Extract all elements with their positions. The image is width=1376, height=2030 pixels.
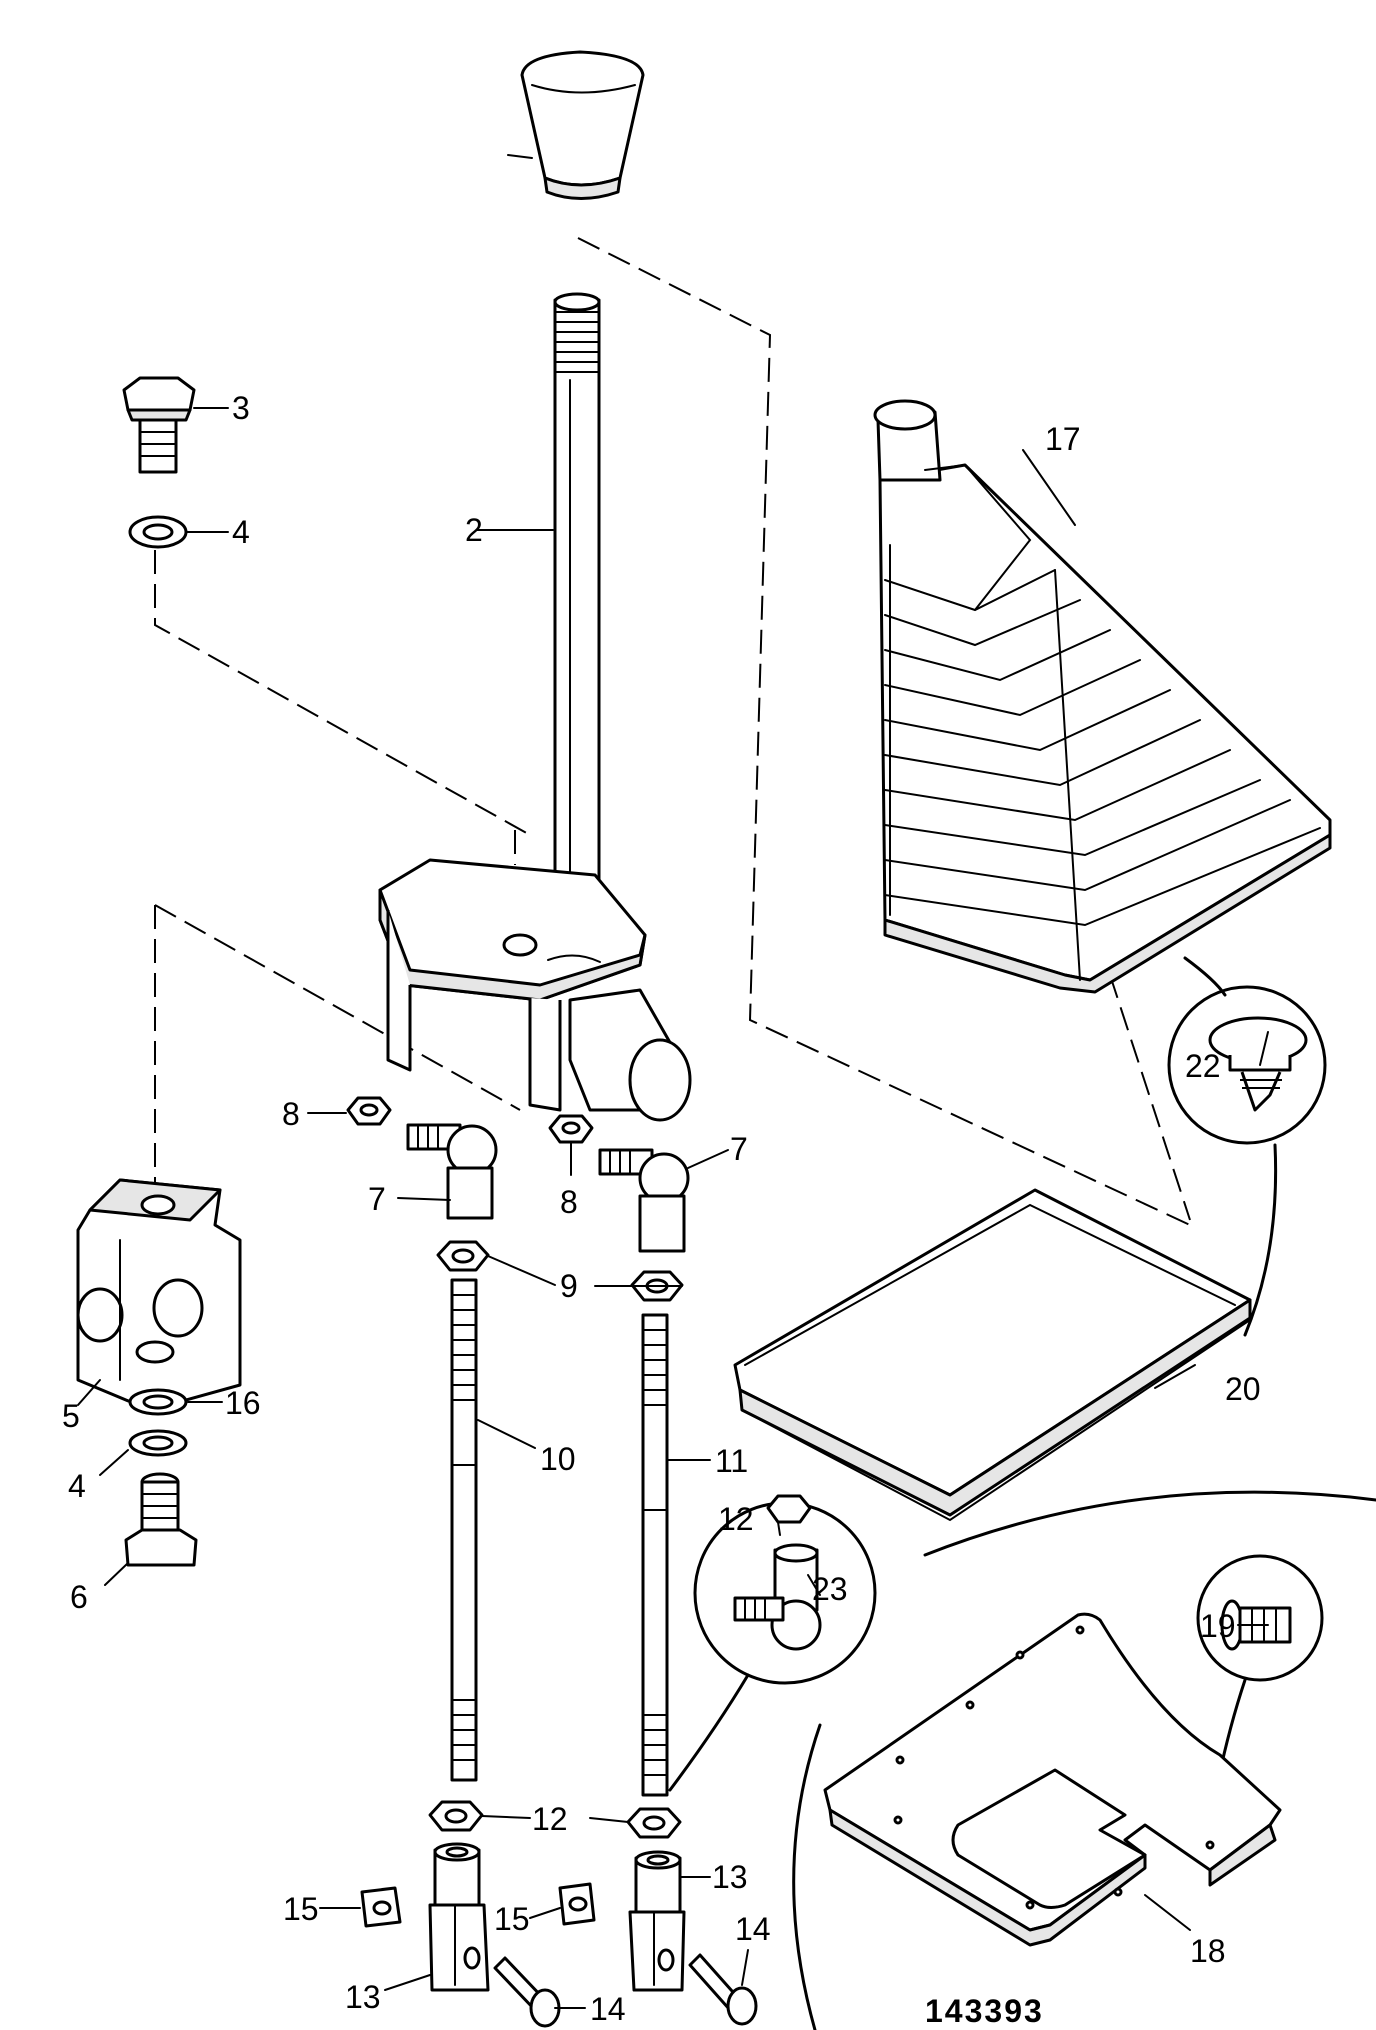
callout-3: 3 [232,390,250,426]
lever-bracket [378,858,692,1122]
washer-top [128,515,188,549]
callout-2: 2 [465,512,483,548]
rod-11 [641,1313,669,1797]
callout-19: 19 [1200,1608,1236,1644]
lever-knob [507,50,645,200]
callout-14-left: 14 [590,1991,626,2027]
callout-4-top: 4 [232,514,250,550]
detail-circle-23 [668,1494,877,1792]
pin-14-right [688,1953,758,2026]
inset-boundary-arc-lower [792,1723,822,2030]
clevis-block [76,1178,242,1412]
callout-13-left: 13 [345,1979,381,2015]
nut-12-left [428,1800,484,1832]
callout-9: 9 [560,1268,578,1304]
callout-5: 5 [62,1398,80,1434]
callout-16: 16 [225,1385,261,1421]
lever-shaft [553,292,601,952]
callout-7-right: 7 [730,1131,748,1167]
callout-8-right: 8 [560,1184,578,1220]
assembly-guide-lines [154,237,1191,1226]
nut-8-left [346,1096,392,1126]
detail-circle-22 [1167,956,1327,1337]
clevis-fork-right [628,1850,686,1992]
callout-8-left: 8 [282,1096,300,1132]
nut-12-right [626,1807,682,1839]
callout-20: 20 [1225,1371,1261,1407]
figure-number: 143393 [925,1993,1044,2029]
nut-9-left [436,1240,490,1272]
callout-10: 10 [540,1441,576,1477]
nut-8-right [548,1114,594,1144]
callout-22: 22 [1185,1048,1221,1084]
callout-6: 6 [70,1579,88,1615]
gaiter-boot [873,399,1332,994]
ball-joint-left [406,1123,498,1220]
callout-labels: 2 3 4 4 5 6 7 7 8 8 9 10 11 12 12 13 13 … [62,390,1261,2027]
callout-13-right: 13 [712,1859,748,1895]
floor-pad [733,1188,1252,1522]
callout-15-left: 15 [283,1891,319,1927]
clip-15-left [360,1886,402,1928]
callout-17: 17 [1045,421,1081,457]
callout-12-bottom: 12 [532,1801,568,1837]
callout-18: 18 [1190,1933,1226,1969]
callout-14-right: 14 [735,1911,771,1947]
ball-joint-right [598,1148,690,1253]
callout-7-left: 7 [368,1181,386,1217]
callout-23: 23 [812,1571,848,1607]
clip-15-right [558,1882,596,1926]
rod-10 [450,1278,478,1782]
leader-lines [77,407,1269,2009]
clevis-fork-left [428,1842,490,1992]
callout-11: 11 [715,1443,748,1479]
callout-15-right: 15 [494,1901,530,1937]
callout-4-bottom: 4 [68,1468,86,1504]
detail-circle-19 [1196,1554,1324,1814]
inset-boundary-arc [923,1490,1376,1557]
washer-bottom [128,1429,188,1457]
floor-plate [823,1612,1282,1947]
bolt-bottom [124,1472,198,1567]
callout-12-detail: 12 [718,1501,754,1537]
bolt-top [122,376,196,474]
pin-14-left [493,1956,561,2028]
washer-16 [128,1388,188,1416]
